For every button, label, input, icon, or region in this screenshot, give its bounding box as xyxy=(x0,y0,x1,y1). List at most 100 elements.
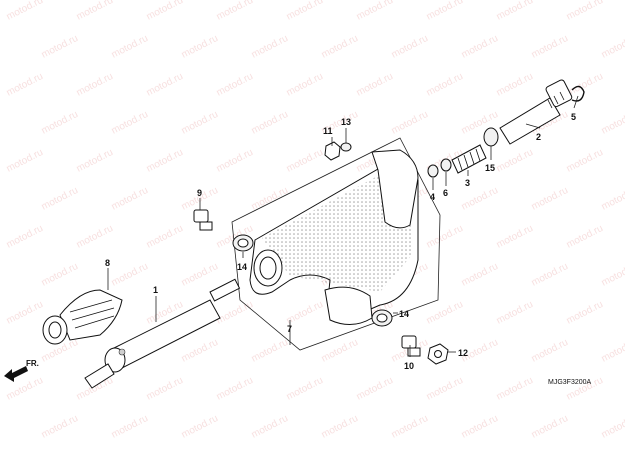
watermark-text: motod.ru xyxy=(390,109,430,137)
callout-labels: 1 2 3 4 5 6 7 8 9 10 11 12 13 14 14 15 xyxy=(105,112,576,371)
watermark-text: motod.ru xyxy=(600,109,625,137)
watermark-text: motod.ru xyxy=(495,71,535,99)
bolt-10[interactable] xyxy=(401,335,421,357)
nut-12[interactable] xyxy=(427,343,449,365)
watermark-text: motod.ru xyxy=(285,0,325,23)
shaft-2[interactable] xyxy=(499,79,573,145)
watermark-text: motod.ru xyxy=(495,223,535,251)
watermark-text: motod.ru xyxy=(145,0,185,23)
watermark-text: motod.ru xyxy=(215,0,255,23)
watermark-text: motod.ru xyxy=(530,413,570,441)
ring-6[interactable] xyxy=(440,158,452,172)
watermark-text: motod.ru xyxy=(40,261,80,289)
callout-8: 8 xyxy=(105,258,110,268)
watermark-text: motod.ru xyxy=(565,0,605,23)
ring-4[interactable] xyxy=(427,164,439,178)
watermark-text: motod.ru xyxy=(320,33,360,61)
callout-7: 7 xyxy=(287,324,292,334)
watermark-text: motod.ru xyxy=(5,147,45,175)
watermark-text: motod.ru xyxy=(75,0,115,23)
boot[interactable] xyxy=(42,289,123,345)
watermark-text: motod.ru xyxy=(425,71,465,99)
watermark-text: motod.ru xyxy=(460,185,500,213)
watermark-text: motod.ru xyxy=(495,0,535,23)
watermark-text: motod.ru xyxy=(425,223,465,251)
circlip-5[interactable] xyxy=(571,85,585,102)
watermark-text: motod.ru xyxy=(425,0,465,23)
watermark-text: motod.ru xyxy=(215,299,255,327)
watermark-text: motod.ru xyxy=(390,413,430,441)
watermark-text: motod.ru xyxy=(110,33,150,61)
leader-lines xyxy=(107,95,579,357)
callout-4: 4 xyxy=(430,192,435,202)
watermark-text: motod.ru xyxy=(110,109,150,137)
assembly-frame xyxy=(231,137,441,351)
watermark-text: motod.ru xyxy=(495,299,535,327)
watermark-text: motod.ru xyxy=(40,109,80,137)
watermark-text: motod.ru xyxy=(600,413,625,441)
watermark-text: motod.ru xyxy=(530,261,570,289)
watermark-text: motod.ru xyxy=(425,299,465,327)
callout-5: 5 xyxy=(571,112,576,122)
front-label: FR. xyxy=(26,359,39,368)
swingarm[interactable] xyxy=(249,149,419,325)
callout-6: 6 xyxy=(443,188,448,198)
watermark-text: motod.ru xyxy=(425,375,465,403)
callout-2: 2 xyxy=(536,132,541,142)
watermark-text: motod.ru xyxy=(145,375,185,403)
watermark-text: motod.ru xyxy=(145,147,185,175)
watermark-text: motod.ru xyxy=(180,337,220,365)
watermark-text: motod.ru xyxy=(530,33,570,61)
watermark-text: motod.ru xyxy=(495,147,535,175)
bolt-11[interactable] xyxy=(324,141,341,161)
watermark-text: motod.ru xyxy=(145,71,185,99)
drive-shaft[interactable] xyxy=(84,278,241,389)
watermark-text: motod.ru xyxy=(250,337,290,365)
callout-14-right: 14 xyxy=(399,309,409,319)
watermark-text: motod.ru xyxy=(40,413,80,441)
callout-15: 15 xyxy=(485,163,495,173)
watermark-text: motod.ru xyxy=(215,71,255,99)
watermark-text: motod.ru xyxy=(250,413,290,441)
seal-15[interactable] xyxy=(483,127,499,147)
seal-14-right[interactable] xyxy=(371,309,393,327)
callout-11: 11 xyxy=(323,126,333,136)
watermark-text: motod.ru xyxy=(40,33,80,61)
watermark-text: motod.ru xyxy=(145,223,185,251)
watermark-text: motod.ru xyxy=(565,223,605,251)
watermark-text: motod.ru xyxy=(285,147,325,175)
watermark-text: motod.ru xyxy=(75,223,115,251)
watermark-text: motod.ru xyxy=(5,71,45,99)
callout-14-left: 14 xyxy=(237,262,247,272)
watermark-text: motod.ru xyxy=(40,185,80,213)
watermark-text: motod.ru xyxy=(110,413,150,441)
watermark-text: motod.ru xyxy=(180,33,220,61)
washer-13[interactable] xyxy=(340,142,352,152)
watermark-text: motod.ru xyxy=(250,109,290,137)
watermark-text: motod.ru xyxy=(600,261,625,289)
diagram-code: MJG3F3200A xyxy=(548,379,592,386)
spring-3[interactable] xyxy=(451,144,487,174)
watermark-text: motod.ru xyxy=(460,413,500,441)
bolt-9[interactable] xyxy=(193,209,213,231)
callout-12: 12 xyxy=(458,348,468,358)
watermark-text: motod.ru xyxy=(180,261,220,289)
watermark-text: motod.ru xyxy=(565,299,605,327)
watermark-text: motod.ru xyxy=(215,375,255,403)
watermark-text: motod.ru xyxy=(355,71,395,99)
watermark-text: motod.ru xyxy=(5,0,45,23)
watermark-text: motod.ru xyxy=(460,33,500,61)
seal-14-left[interactable] xyxy=(232,234,254,252)
watermark-text: motod.ru xyxy=(75,71,115,99)
callout-3: 3 xyxy=(465,178,470,188)
watermark-text: motod.ru xyxy=(495,375,535,403)
watermark-text: motod.ru xyxy=(285,375,325,403)
watermark-text: motod.ru xyxy=(600,337,625,365)
watermark-text: motod.ru xyxy=(75,147,115,175)
watermark-text: motod.ru xyxy=(320,413,360,441)
callout-9: 9 xyxy=(197,188,202,198)
watermark-text: motod.ru xyxy=(5,299,45,327)
watermark-text: motod.ru xyxy=(320,337,360,365)
watermark-text: motod.ru xyxy=(250,185,290,213)
